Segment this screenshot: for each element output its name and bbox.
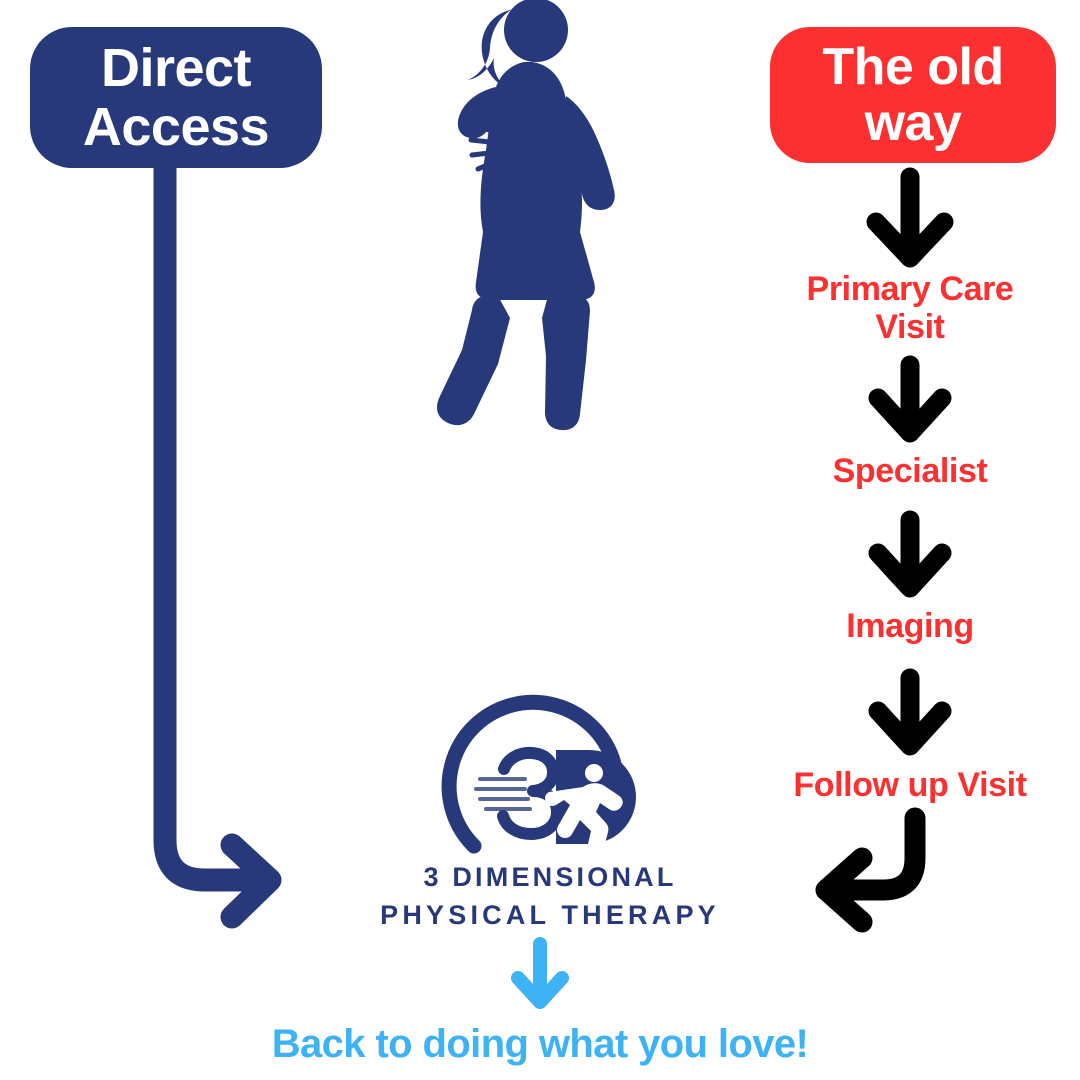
step-arrow-3 [868,510,952,598]
old-way-badge: The old way [770,27,1056,163]
step-label-imaging: Imaging [846,607,974,645]
old-way-connector-arrow [815,807,926,933]
step-label-follow-up-visit: Follow up Visit [793,766,1027,804]
step-label-specialist: Specialist [832,452,988,490]
logo-wordmark-line-1: 3 DIMENSIONAL [423,862,677,892]
outcome-text: Back to doing what you love! [271,1022,809,1066]
logo-wordmark-line-2: PHYSICAL THERAPY [380,900,720,931]
step-arrow-1 [866,167,954,268]
patient-in-pain-icon [436,0,615,431]
direct-access-connector-arrow [153,151,282,929]
clinic-logo-mark [441,694,636,855]
direct-access-badge: Direct Access [30,27,322,168]
step-label-primary-care-visit: Primary Care Visit [806,270,1014,347]
outcome-arrow [511,937,569,1009]
step-arrow-2 [868,355,952,443]
logo-wordmark: 3 DIMENSIONAL PHYSICAL THERAPY [300,858,800,935]
step-arrow-4 [868,668,952,756]
